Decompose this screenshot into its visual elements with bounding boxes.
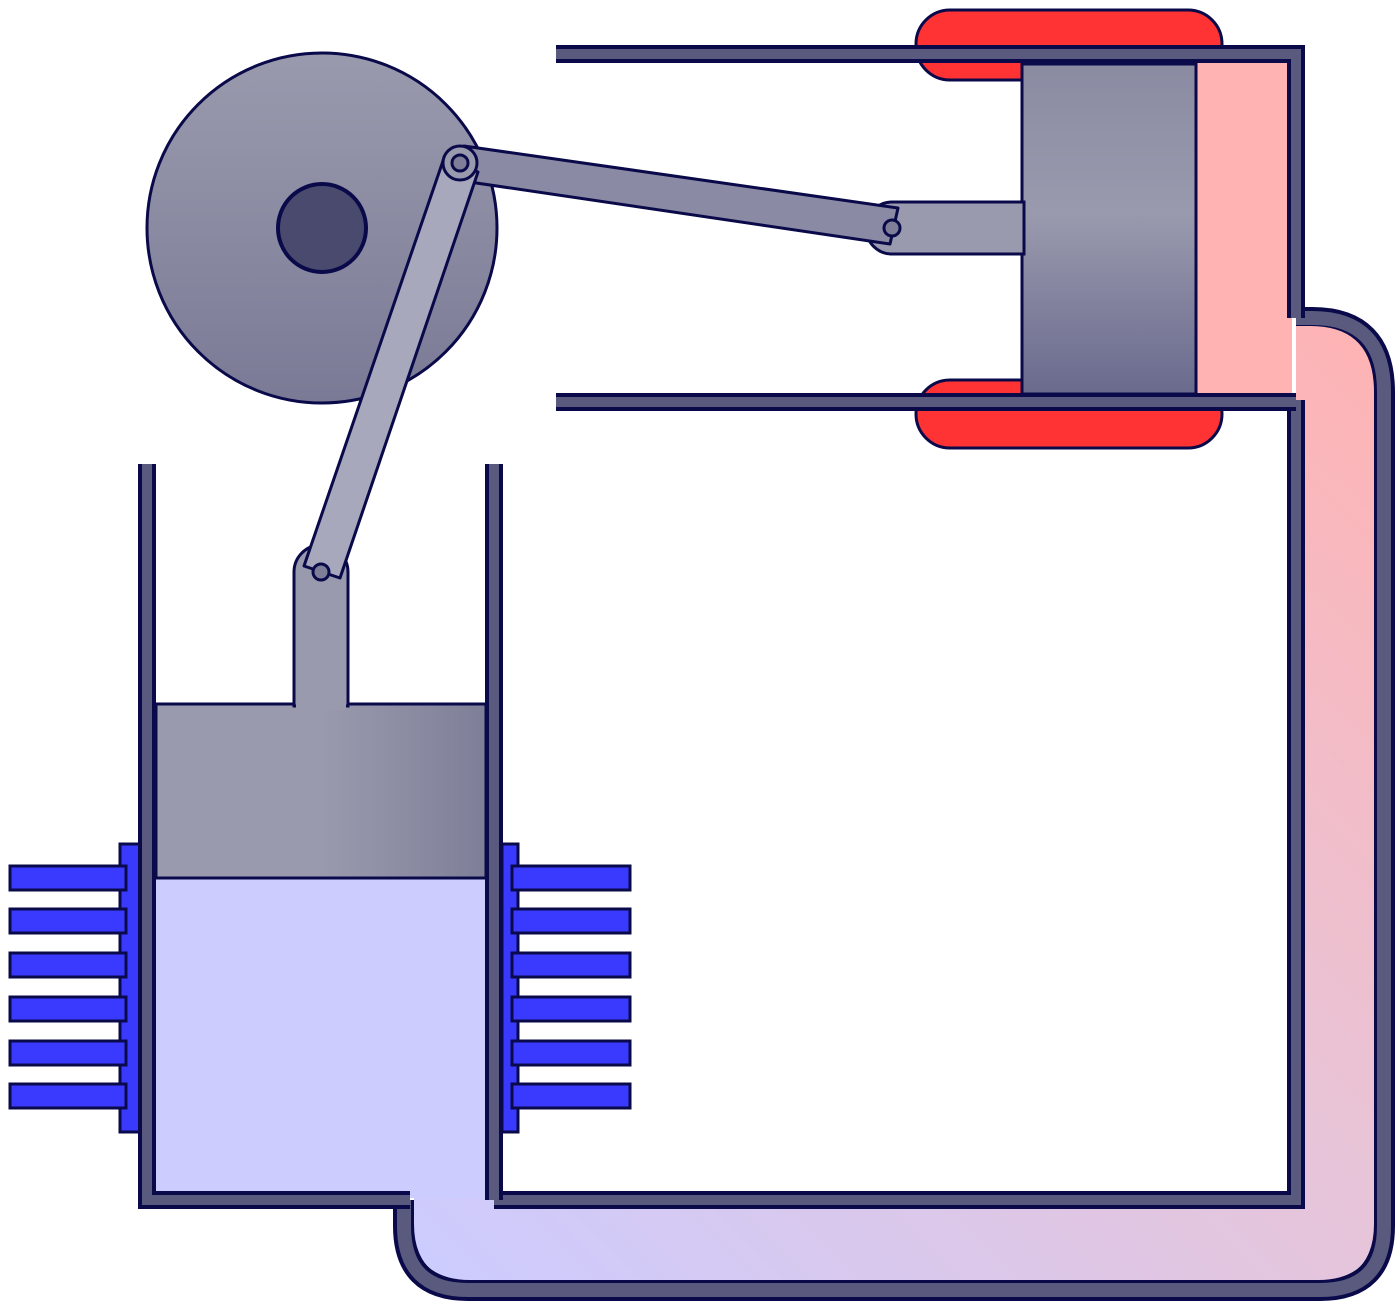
pipe-gas: [414, 326, 1374, 1280]
hot-cylinder: [556, 8, 1305, 450]
cooling-fins-right: [500, 842, 632, 1134]
hot-piston-pin-joint: [882, 218, 902, 238]
cold-gas-space: [156, 878, 490, 1198]
hot-piston-head: [1020, 62, 1198, 396]
cold-cylinder: [8, 464, 632, 1209]
cooling-fins-left: [8, 842, 142, 1134]
cold-piston-head: [154, 702, 488, 880]
transfer-pipe: [393, 307, 1395, 1301]
pipe-inner-wall: [494, 400, 1305, 1209]
cold-piston: [154, 543, 488, 880]
hot-piston: [864, 62, 1198, 396]
pipe-outer-wall: [393, 307, 1395, 1301]
hot-gas-space: [1196, 62, 1292, 396]
cold-piston-pin-joint: [311, 562, 331, 582]
rod-to-hot-piston: [454, 144, 900, 246]
flywheel-hub: [276, 182, 368, 274]
connecting-rods: [302, 144, 902, 582]
